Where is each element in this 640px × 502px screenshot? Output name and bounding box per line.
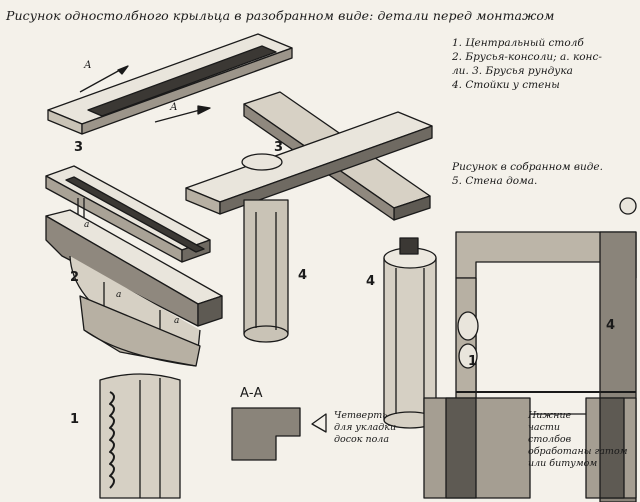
arrow-label-mid: А (170, 102, 178, 113)
label-3-center: 3 (274, 140, 284, 155)
legend-item: 1. Центральный столб (452, 37, 584, 49)
console-beam-lower (45, 209, 223, 367)
label-a-upper: а (84, 220, 90, 230)
legend-item: 2. Брусья-консоли; а. конс- (452, 51, 602, 63)
lower-parts-note-line: Нижние (528, 410, 572, 421)
section-label: А-А (240, 386, 263, 401)
assembled-caption-line: 5. Стена дома. (452, 175, 538, 187)
section-aa (231, 407, 327, 461)
label-a-bottom: а (174, 316, 180, 326)
label-3-left: 3 (74, 140, 84, 155)
beam-top-left (47, 33, 293, 135)
quarter-note-line: Четверть (334, 410, 388, 421)
quarter-note-line: досок пола (334, 434, 390, 445)
legend: 1. Центральный столб 2. Брусья-консоли; … (452, 36, 638, 92)
label-4-right: 4 (606, 318, 616, 333)
lower-parts-note-line: части (528, 422, 561, 433)
legend-item: ли. 3. Брусья рундука (452, 65, 573, 77)
center-assembly (185, 91, 433, 343)
assembled-caption-line: Рисунок в собранном виде. (452, 161, 603, 173)
quarter-note: Четверть для укладки досок пола (334, 410, 396, 446)
arrow-label-top: А (84, 60, 92, 71)
lower-parts-note-line: обработаны гатом (528, 446, 628, 457)
label-4-center: 4 (298, 268, 308, 283)
legend-item: 4. Стойки у стены (452, 79, 560, 91)
carved-post-fragment (99, 373, 181, 499)
lower-parts-note-line: или битумом (528, 458, 598, 469)
lower-parts-note-line: столбов (528, 434, 572, 445)
lower-parts-note: Нижние части столбов обработаны гатом ил… (528, 410, 628, 470)
label-2: 2 (70, 270, 80, 285)
label-1-right: 1 (468, 354, 478, 369)
round-post (383, 237, 437, 429)
assembled-porch (423, 197, 637, 502)
label-4-round-post: 4 (366, 274, 376, 289)
quarter-note-line: для укладки (334, 422, 397, 433)
assembled-caption: Рисунок в собранном виде. 5. Стена дома. (452, 160, 638, 188)
drawing-title: Рисунок одностолбного крыльца в разобран… (6, 8, 555, 23)
label-a-lower: а (116, 290, 122, 300)
label-1: 1 (70, 412, 80, 427)
